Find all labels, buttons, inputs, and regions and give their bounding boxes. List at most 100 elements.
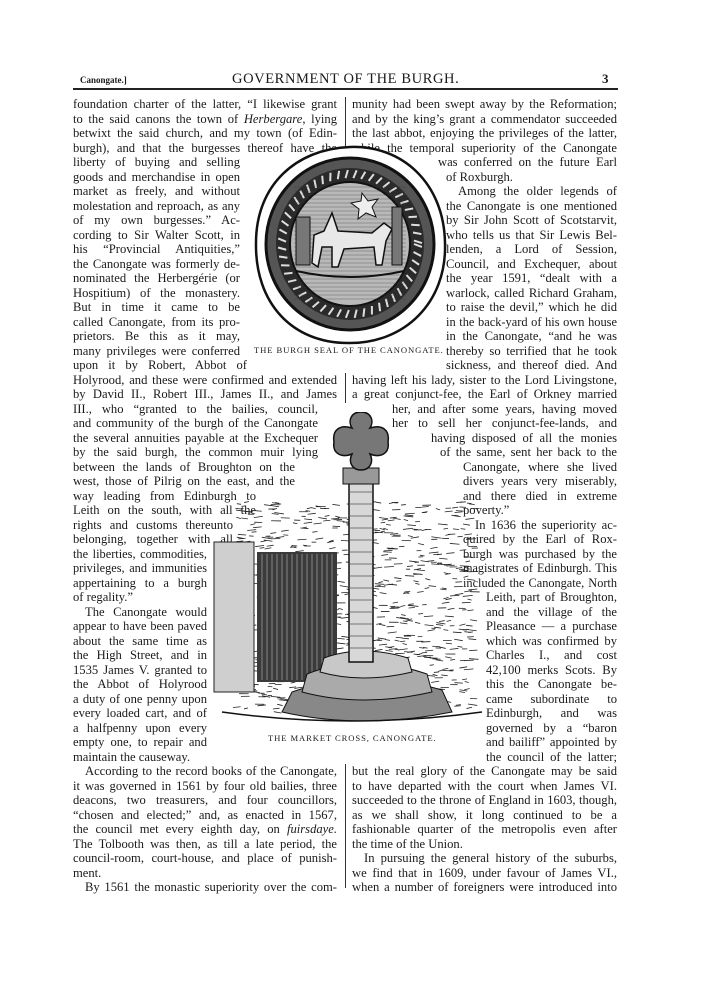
right-column-text-line: Canongate, where she lived	[463, 459, 617, 474]
foliage-stroke	[379, 527, 385, 531]
right-column-text-line: Among the older legends of	[458, 184, 617, 198]
left-column-text-line: of my own burgesses.” Ac-	[73, 213, 240, 227]
left-column-text-line: goods and merchandise in open	[73, 169, 240, 184]
left-column-text-line: a duty of one penny upon	[73, 691, 207, 706]
foliage-stroke	[379, 623, 386, 626]
foliage-stroke	[454, 638, 463, 642]
seal-legend-mark	[353, 309, 358, 319]
foliage-stroke	[251, 531, 257, 533]
foliage-stroke	[272, 707, 280, 710]
foliage-stroke	[452, 506, 459, 509]
foliage-stroke	[264, 547, 272, 550]
right-column-text-line: the Canongate is one mentioned	[446, 198, 617, 213]
foliage-stroke	[397, 648, 408, 651]
left-column-text-line: nominated the Herbergérie (or	[73, 271, 240, 285]
foliage-stroke	[446, 552, 455, 554]
right-column-text-line: which was confirmed by	[486, 633, 617, 648]
seal-legend-mark	[288, 203, 296, 212]
foliage-stroke	[378, 581, 384, 584]
foliage-stroke	[427, 629, 435, 632]
foliage-stroke	[405, 619, 413, 622]
foliage-stroke	[253, 526, 262, 529]
foliage-stroke	[460, 528, 466, 530]
left-column-text-line: ment.	[73, 865, 102, 880]
foliage-stroke	[442, 669, 453, 672]
seal-legend-mark	[396, 287, 403, 297]
foliage-stroke	[255, 545, 265, 547]
right-column-text-line: her, and after some years, having moved	[392, 401, 617, 416]
left-column-text-line: 1535 James V. granted to	[73, 662, 207, 677]
foliage-stroke	[464, 567, 470, 569]
left-column-text-line: appertaining to a burgh	[73, 575, 207, 590]
right-column-text-line: and there died in extreme	[463, 488, 617, 503]
right-column-text-line: we find that in 1609, under favour of Ja…	[352, 865, 617, 880]
right-column-text-line: In 1636 the superiority ac-	[475, 517, 617, 532]
foliage-stroke	[445, 642, 452, 645]
foliage-stroke	[463, 575, 469, 578]
foliage-stroke	[459, 549, 467, 551]
foliage-stroke	[456, 501, 463, 503]
foliage-stroke	[238, 537, 246, 540]
seal-legend-mark	[413, 239, 423, 245]
foliage-stroke	[422, 647, 428, 649]
seal-legend-mark	[362, 308, 366, 317]
foliage-stroke	[444, 510, 453, 513]
foliage-stroke	[468, 629, 477, 632]
foliage-stroke	[425, 649, 434, 652]
foliage-stroke	[295, 550, 304, 553]
seal-legend-mark	[412, 231, 422, 236]
foliage-stroke	[389, 607, 399, 610]
foliage-stroke	[470, 619, 478, 622]
foliage-stroke	[455, 567, 463, 569]
foliage-stroke	[374, 583, 385, 585]
seal-legend-mark	[375, 176, 383, 185]
left-column-text-line: appear to have been paved	[73, 619, 207, 633]
foliage-stroke	[272, 687, 279, 690]
left-column-text-line: “chosen and elected;” and, as enacted in…	[73, 807, 337, 822]
foliage-stroke	[374, 648, 383, 652]
foliage-stroke	[428, 551, 439, 554]
foliage-stroke	[424, 587, 430, 589]
seal-legend-mark	[306, 184, 311, 194]
seal-legend-mark	[394, 192, 404, 199]
header-rule	[73, 88, 618, 90]
seal-legend-mark	[283, 271, 293, 275]
page-title: GOVERNMENT OF THE BURGH.	[232, 71, 460, 87]
foliage-stroke	[431, 680, 440, 683]
foliage-stroke	[392, 601, 399, 604]
right-column-text-line: quired by the Earl of Rox-	[463, 532, 617, 546]
left-column-text-line: of regality.”	[73, 590, 134, 604]
left-column-text-line: burgh), and that the burgesses thereof h…	[73, 140, 337, 155]
right-column-text-line: the council of the latter;	[486, 749, 617, 764]
seal-legend-mark	[360, 171, 367, 180]
right-column-text-line: Charles I., and cost	[486, 648, 617, 662]
foliage-stroke	[261, 536, 272, 540]
foliage-stroke	[271, 513, 279, 515]
foliage-stroke	[432, 645, 441, 648]
foliage-stroke	[446, 619, 452, 622]
foliage-stroke	[421, 506, 429, 508]
foliage-stroke	[374, 584, 381, 587]
foliage-stroke	[339, 585, 349, 588]
left-column-text-line: market as freely, and without	[73, 184, 240, 198]
foliage-stroke	[335, 515, 340, 518]
right-column-text-line: poverty.”	[463, 503, 510, 517]
foliage-stroke	[441, 587, 447, 590]
foliage-stroke	[466, 624, 473, 627]
foliage-stroke	[306, 507, 312, 510]
foliage-stroke	[390, 532, 399, 535]
left-column-text-line: it was governed in 1561 by four old bail…	[73, 778, 337, 793]
foliage-stroke	[465, 537, 471, 540]
foliage-stroke	[414, 621, 421, 624]
seal-legend-mark	[278, 228, 288, 235]
right-column-text-line: fashionable quarter of the metropolis ev…	[352, 822, 617, 836]
foliage-stroke	[416, 569, 426, 572]
right-column-text-line: munity had been swept away by the Reform…	[352, 97, 617, 111]
foliage-stroke	[236, 516, 241, 520]
left-column-text-line: cording to Sir Walter Scott, in	[73, 227, 240, 242]
foliage-stroke	[307, 512, 316, 515]
foliage-stroke	[435, 508, 441, 511]
foliage-stroke	[457, 645, 463, 648]
left-column-text-line: The Tolbooth was then, as till a late pe…	[73, 836, 337, 851]
foliage-stroke	[278, 699, 288, 702]
